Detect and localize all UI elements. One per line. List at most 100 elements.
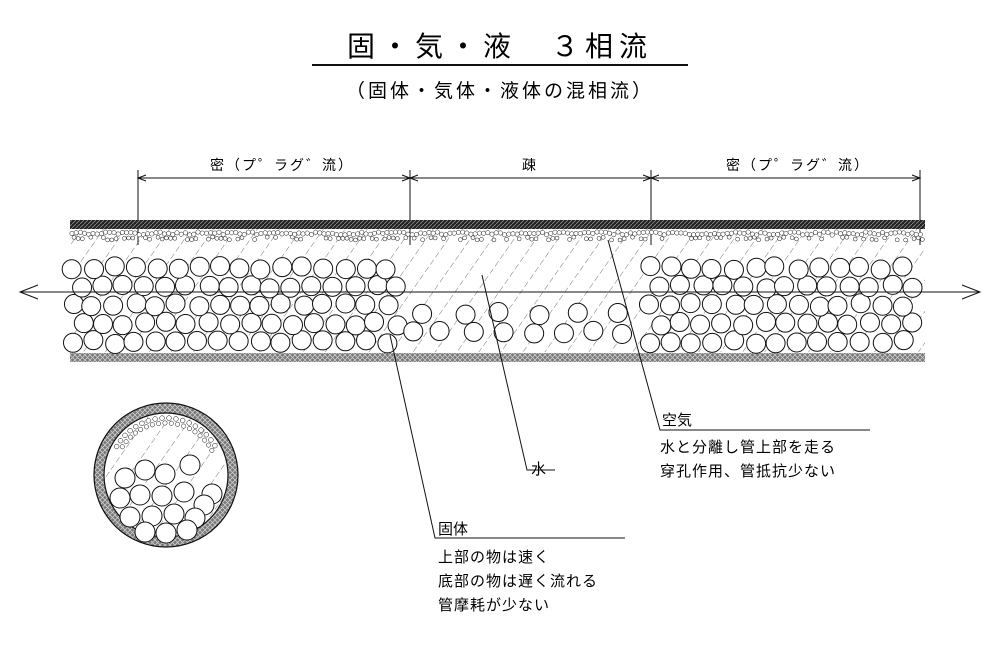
solid-particle [322, 276, 343, 297]
air-bubble [546, 237, 551, 243]
air-bubble [686, 232, 692, 237]
solid-particle [228, 331, 249, 352]
solid-particle [173, 481, 195, 503]
solid-particle [303, 313, 324, 334]
solid-particle [187, 330, 208, 351]
air-bubble [197, 433, 203, 439]
solid-particle [765, 333, 786, 354]
air-bubble [336, 236, 341, 241]
solid-particle [680, 333, 701, 354]
air-bubble [283, 230, 289, 236]
air-bubble [882, 235, 887, 241]
solid-particle [649, 276, 670, 297]
solid-particle [733, 315, 754, 336]
solid-particle [147, 258, 168, 279]
air-bubble [720, 231, 726, 237]
air-bubble [821, 229, 827, 235]
solid-particle [104, 256, 125, 277]
air-bubble [164, 235, 169, 241]
air-bubble [359, 229, 365, 235]
solid-particle [553, 323, 574, 344]
air-bubble [382, 236, 388, 242]
air-bubble [122, 432, 128, 439]
air-bubble [741, 231, 747, 236]
air-bubble [609, 237, 614, 243]
air-bubble [313, 229, 319, 235]
solid-particle [119, 506, 141, 528]
solid-particle [583, 320, 604, 341]
air-bubble [367, 231, 373, 237]
solid-particle [218, 277, 239, 298]
air-bubble [529, 236, 535, 242]
air-bubble [145, 231, 151, 237]
solid-particle [893, 330, 914, 351]
air-bubble [791, 229, 797, 235]
solid-particle [73, 313, 94, 334]
solid-particle [291, 256, 312, 277]
air-bubble [863, 229, 869, 235]
air-bubble [175, 421, 181, 427]
air-bubble [888, 230, 894, 236]
air-bubble [162, 420, 168, 426]
air-bubble [139, 420, 145, 426]
solid-particle [103, 295, 124, 316]
air-bubble [491, 237, 497, 243]
air-bubble [168, 236, 173, 241]
air-bubble [817, 231, 823, 237]
air-bubble [403, 235, 409, 240]
air-bubble [174, 230, 180, 236]
air-bubble [202, 437, 208, 443]
air-bubble [745, 229, 751, 235]
air-bubble [474, 237, 480, 243]
air-bubble [168, 420, 174, 426]
solid-particle [230, 295, 251, 316]
air-bubble [850, 231, 856, 237]
air-bubble [920, 237, 925, 242]
air-bubble [209, 448, 215, 453]
air-bubble [628, 230, 634, 236]
callout-solid-line-1: 上部の物は速く [438, 548, 550, 566]
solid-particle [345, 315, 366, 336]
solid-particle [680, 293, 701, 314]
air-bubble [728, 230, 734, 236]
air-bubble [510, 231, 516, 237]
air-bubble [117, 438, 124, 444]
solid-particle [661, 256, 682, 277]
air-bubble [98, 231, 104, 237]
air-bubble [401, 230, 407, 236]
air-bubble [181, 423, 187, 429]
air-bubble [155, 235, 161, 240]
air-bubble [152, 416, 158, 422]
air-bubble [754, 232, 760, 238]
air-bubble [133, 424, 139, 430]
air-bubble [455, 229, 461, 235]
air-bubble [447, 230, 453, 236]
air-bubble [411, 235, 417, 241]
air-bubble [73, 230, 79, 236]
solid-particle [155, 276, 176, 297]
air-bubble [239, 235, 245, 240]
air-bubble [911, 236, 917, 241]
air-bubble [122, 236, 127, 241]
solid-particle [651, 315, 672, 336]
air-bubble [670, 229, 676, 235]
air-bubble [472, 231, 478, 237]
air-bubble [224, 229, 230, 235]
air-bubble [619, 232, 625, 237]
air-bubble [161, 231, 167, 237]
air-bubble [132, 430, 138, 436]
air-bubble [787, 229, 793, 235]
air-bubble [115, 231, 121, 237]
air-bubble [514, 231, 520, 237]
air-bubble [617, 237, 623, 243]
air-bubble [649, 229, 655, 235]
air-bubble [764, 236, 770, 242]
air-bubble [525, 235, 530, 240]
air-bubble [405, 231, 411, 237]
solid-particle [145, 331, 166, 352]
solid-particle [134, 459, 156, 481]
solid-particle [848, 256, 869, 277]
solid-particle [229, 258, 250, 279]
solid-particle [681, 258, 702, 279]
solid-particle [294, 295, 315, 316]
